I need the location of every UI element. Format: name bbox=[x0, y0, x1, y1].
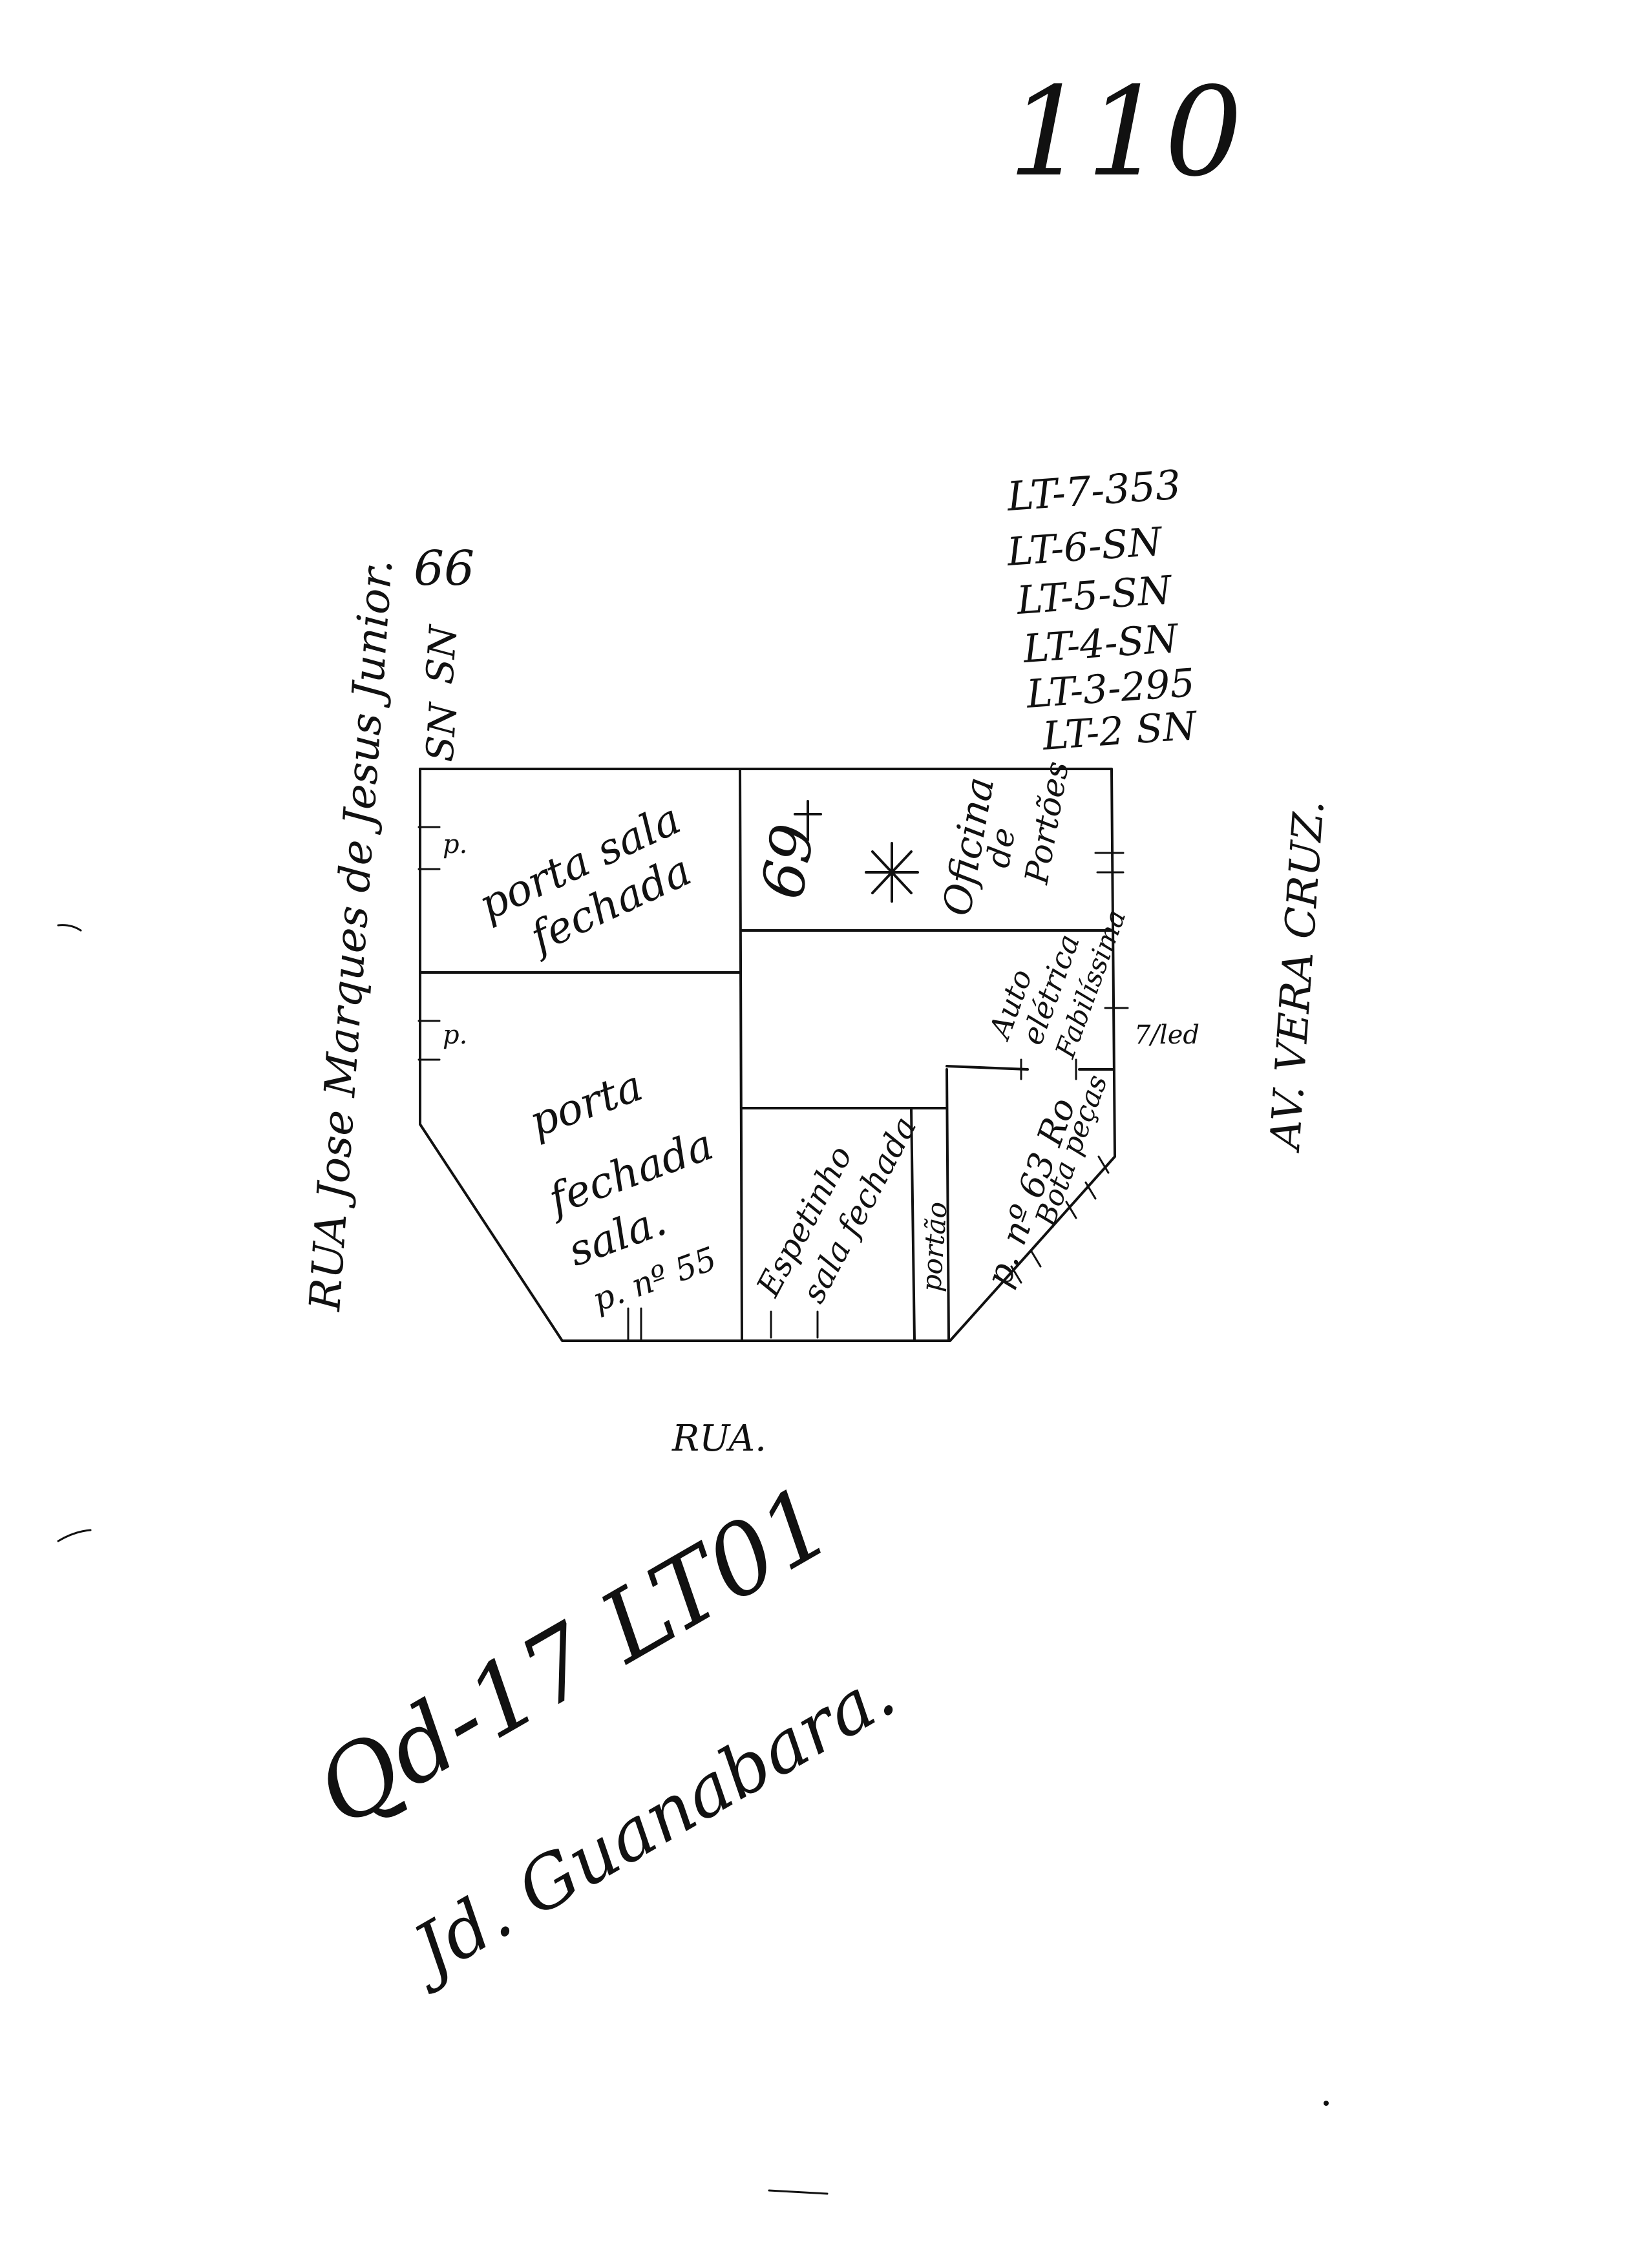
room-label: de bbox=[979, 824, 1023, 870]
lot-list: LT-7-353 LT-6-SN LT-5-SN LT-4-SN LT-3-29… bbox=[1005, 461, 1199, 759]
portao-label: portão bbox=[915, 1201, 953, 1293]
lot-item: LT-6-SN bbox=[1005, 519, 1165, 575]
door-tick bbox=[1084, 1181, 1097, 1200]
room-espetinho: Espetinho sala fechada bbox=[749, 1110, 924, 1308]
street-left: RUA Jose Marques de Jesus Junior. bbox=[300, 558, 402, 1313]
lot-item: LT-5-SN bbox=[1015, 567, 1174, 624]
page-number: 110 bbox=[1008, 61, 1243, 204]
wall-shop-top bbox=[945, 1065, 1029, 1071]
lot-item: LT-7-353 bbox=[1005, 461, 1183, 520]
door-marker: p. bbox=[443, 1020, 467, 1050]
door-tick bbox=[1065, 1201, 1077, 1219]
outer-wall bbox=[419, 768, 1116, 1342]
floor-plan: p. p. porta sala fechada porta fechada s… bbox=[417, 759, 1199, 1342]
door-tick bbox=[1030, 1249, 1042, 1268]
street-bottom: RUA. bbox=[671, 1418, 766, 1460]
door-tick bbox=[1097, 1155, 1110, 1174]
stray-mark bbox=[57, 924, 82, 932]
corner-number: 66 bbox=[414, 541, 474, 596]
wall-portao-right bbox=[945, 1068, 950, 1342]
wall-vertical-main bbox=[739, 769, 743, 1342]
room-right-middle: Auto elétrica Fabilíssima bbox=[981, 905, 1132, 1062]
wall-portao-left bbox=[910, 1107, 916, 1342]
stray-mark bbox=[768, 2189, 829, 2195]
cross-icon bbox=[794, 800, 822, 841]
room-top-left: porta sala fechada bbox=[471, 794, 699, 964]
room-top-right: 69 Oficina de Portões bbox=[748, 759, 1076, 919]
lot-item: LT-4-SN bbox=[1021, 616, 1181, 672]
room-number: 69 bbox=[748, 819, 828, 904]
door-tick bbox=[1010, 1265, 1022, 1284]
side-note: 7/led bbox=[1134, 1020, 1199, 1050]
room-left-middle: porta fechada sala. p. nº 55 bbox=[523, 1060, 721, 1319]
asterisk-icon bbox=[865, 842, 919, 903]
room-label: porta bbox=[523, 1060, 649, 1147]
room-label: Portões bbox=[1018, 759, 1076, 887]
stray-dot bbox=[1324, 2101, 1329, 2106]
street-right: AV. VERA CRUZ. bbox=[1262, 799, 1334, 1154]
lot-item: LT-2 SN bbox=[1041, 703, 1199, 759]
corner-sn-b: SN bbox=[417, 623, 465, 686]
stray-mark bbox=[57, 1529, 92, 1542]
door-marker: p. bbox=[443, 830, 467, 859]
corner-sn-a: SN bbox=[417, 700, 465, 763]
